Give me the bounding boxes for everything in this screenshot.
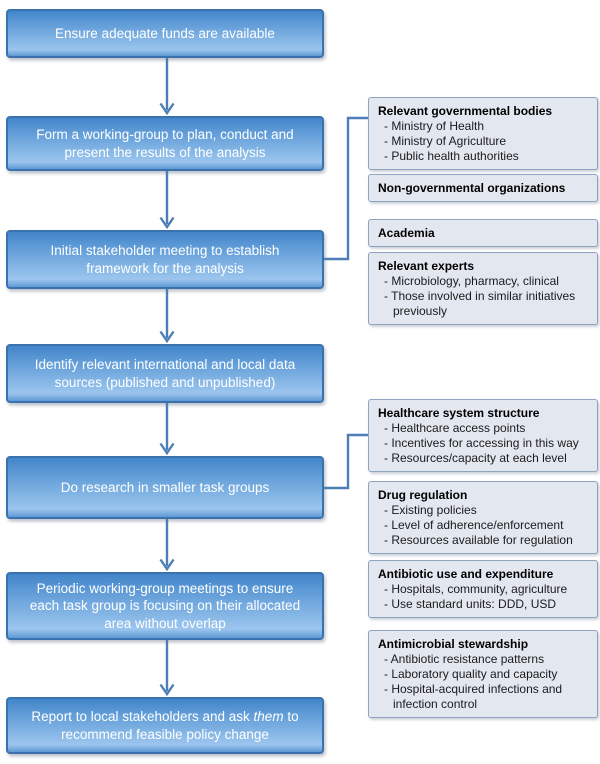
elbow-connector-research-notes [324,433,368,490]
note-title: Non-governmental organizations [378,181,566,195]
note-title: Healthcare system structure [378,406,540,420]
note-item: - Level of adherence/enforcement [384,518,564,532]
note-item: - Antibiotic resistance patterns [384,652,545,666]
note-title: Relevant experts [378,259,475,273]
flow-step-label: Periodic working-group meetings to ensur… [29,580,301,631]
note-healthcare-system-structure: Healthcare system structure - Healthcare… [368,399,598,472]
note-item: - Use standard units: DDD, USD [384,597,557,611]
note-title: Relevant governmental bodies [378,104,553,118]
flow-step-form-working-group: Form a working-group to plan, conduct an… [6,116,324,171]
flow-step-label: Initial stakeholder meeting to establish… [50,242,280,276]
flow-step-periodic-meetings: Periodic working-group meetings to ensur… [6,572,324,640]
down-arrow-icon [159,519,175,571]
note-drug-regulation: Drug regulation - Existing policies - Le… [368,481,598,554]
note-title: Antimicrobial stewardship [378,637,529,651]
note-antibiotic-use-and-expenditure: Antibiotic use and expenditure - Hospita… [368,560,598,618]
down-arrow-icon [159,640,175,696]
note-item: - Existing policies [384,503,477,517]
note-relevant-governmental-bodies: Relevant governmental bodies - Ministry … [368,97,598,170]
elbow-connector-stakeholder-notes [324,116,368,261]
flow-step-identify-data-sources: Identify relevant international and loca… [6,344,324,403]
note-item: - Public health authorities [384,149,519,163]
down-arrow-icon [159,289,175,343]
note-item: - Healthcare access points [384,421,526,435]
note-item: - Laboratory quality and capacity [384,667,558,681]
down-arrow-icon [159,58,175,115]
flow-step-initial-stakeholder-meeting: Initial stakeholder meeting to establish… [6,230,324,289]
emphasized-word: them [253,708,284,724]
note-item: - Ministry of Agriculture [384,134,507,148]
flow-step-label: Ensure adequate funds are available [55,25,275,41]
flow-step-label: Report to local stakeholders and ask the… [31,708,299,742]
flow-step-label: Form a working-group to plan, conduct an… [36,126,294,160]
note-item: - Resources available for regulation [384,533,573,547]
flow-step-ensure-funds: Ensure adequate funds are available [6,9,324,58]
flow-step-do-research: Do research in smaller task groups [6,456,324,519]
note-antimicrobial-stewardship: Antimicrobial stewardship - Antibiotic r… [368,630,598,718]
note-title: Academia [378,226,435,240]
note-academia: Academia [368,219,598,247]
note-item: - Microbiology, pharmacy, clinical [384,274,559,288]
note-item: - Hospitals, community, agriculture [384,582,568,596]
note-item: - Resources/capacity at each level [384,451,567,465]
down-arrow-icon [159,403,175,455]
note-item: - Ministry of Health [384,119,485,133]
note-non-governmental-organizations: Non-governmental organizations [368,174,598,202]
note-item: - Those involved in similar initiatives … [384,289,576,318]
flow-step-report-stakeholders: Report to local stakeholders and ask the… [6,697,324,754]
note-relevant-experts: Relevant experts - Microbiology, pharmac… [368,252,598,325]
note-title: Drug regulation [378,488,468,502]
note-item: - Incentives for accessing in this way [384,436,579,450]
down-arrow-icon [159,171,175,229]
note-item: - Hospital-acquired infections and infec… [384,682,563,711]
flow-step-label: Identify relevant international and loca… [34,356,296,390]
flow-step-label: Do research in smaller task groups [60,479,270,495]
note-title: Antibiotic use and expenditure [378,567,554,581]
